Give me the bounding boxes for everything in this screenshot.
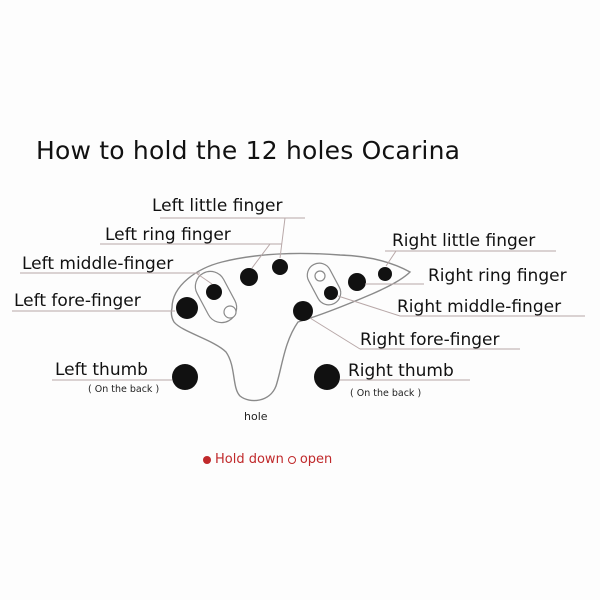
label-right-middle-finger: Right middle-finger xyxy=(397,297,561,317)
hole-left-fore xyxy=(176,297,198,319)
hole-right-middle xyxy=(324,286,338,300)
label-right-little-finger: Right little finger xyxy=(392,231,535,251)
leader-lines xyxy=(12,217,585,381)
hole-right-little xyxy=(378,267,392,281)
label-hole: hole xyxy=(244,410,268,423)
label-right-thumb-note: ( On the back ) xyxy=(350,388,421,399)
diagram-title: How to hold the 12 holes Ocarina xyxy=(36,136,461,165)
left-capsule-outline xyxy=(194,270,238,324)
legend-open-label: open xyxy=(299,452,333,467)
legend-hold-label: Hold down xyxy=(215,452,284,467)
hole-left-thumb xyxy=(172,364,198,390)
hole-right-fore xyxy=(293,301,313,321)
label-right-fore-finger: Right fore-finger xyxy=(360,330,500,350)
hole-right-ring-small-open xyxy=(314,270,326,282)
hold-down-dot-icon xyxy=(203,455,211,464)
hole-left-middle xyxy=(206,284,222,300)
hole-left-little xyxy=(272,259,288,275)
open-ring-icon xyxy=(287,455,296,464)
legend: Hold down open xyxy=(203,452,332,467)
label-left-middle-finger: Left middle-finger xyxy=(22,254,173,274)
hole-right-thumb xyxy=(314,364,340,390)
label-left-little-finger: Left little finger xyxy=(152,196,282,216)
right-capsule-outline xyxy=(306,262,342,306)
label-left-fore-finger: Left fore-finger xyxy=(14,291,141,311)
hole-left-ring xyxy=(240,268,258,286)
hole-left-middle-small-open xyxy=(223,305,237,319)
label-right-thumb: Right thumb xyxy=(348,361,454,381)
label-left-ring-finger: Left ring finger xyxy=(105,225,231,245)
label-left-thumb-note: ( On the back ) xyxy=(88,384,159,395)
label-right-ring-finger: Right ring finger xyxy=(428,266,567,286)
hole-right-ring xyxy=(348,273,366,291)
label-left-thumb: Left thumb xyxy=(55,360,148,380)
